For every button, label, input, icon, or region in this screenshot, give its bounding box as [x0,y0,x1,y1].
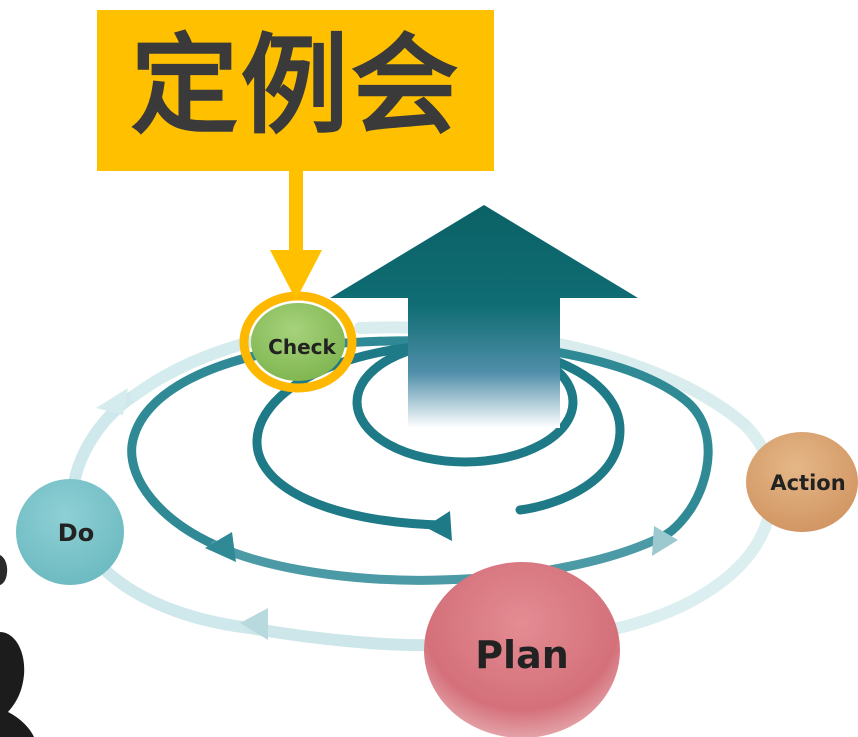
upward-arrow [330,205,638,428]
plan-label: Plan [475,633,569,677]
check-node: Check [239,291,357,393]
action-node: Action [746,432,858,532]
title-text: 定例会 [130,23,461,149]
plan-node: Plan [424,562,620,737]
action-label: Action [770,471,845,495]
callout-arrow [270,170,322,300]
do-label: Do [58,519,94,547]
check-label: Check [268,335,336,359]
person-silhouette [0,555,34,737]
title-banner: 定例会 [97,10,494,171]
do-node: Do [16,479,124,585]
